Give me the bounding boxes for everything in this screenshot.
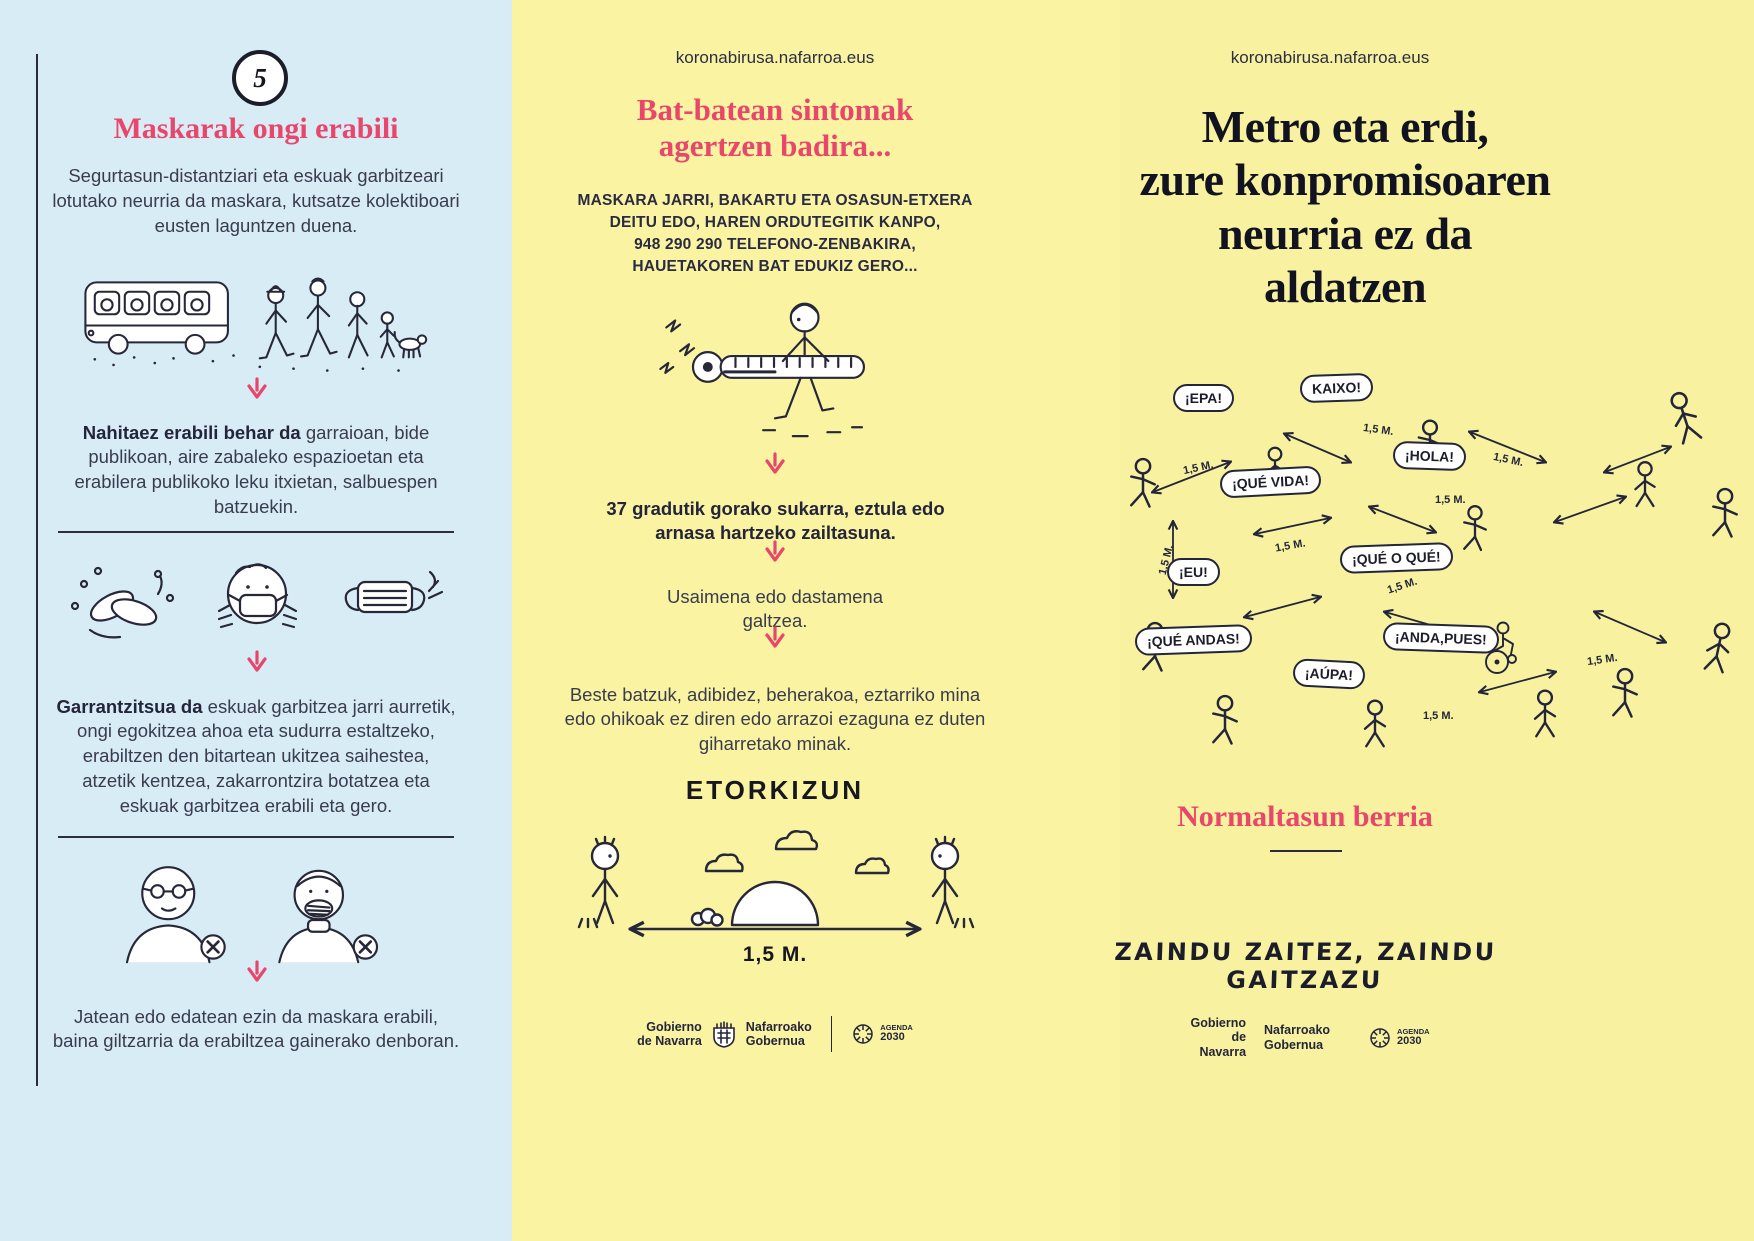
- government-logo: Gobierno de Navarra Nafarroako Gobernua: [1190, 1016, 1429, 1059]
- right-title-line: aldatzen: [1263, 261, 1427, 313]
- mask-handling-icon: [344, 570, 444, 614]
- agenda-2030-label: AGENDA 2030: [1397, 1026, 1430, 1047]
- left-vertical-rule: [36, 54, 38, 1086]
- section-divider: [58, 836, 454, 838]
- right-title-line: zure konpromisoaren: [1139, 154, 1551, 206]
- important-text: eskuak garbitzea jarri aurretik, ongi eg…: [77, 695, 456, 816]
- mandatory-lead: Nahitaez erabili behar da: [82, 421, 301, 443]
- bus-illustration: [64, 258, 449, 378]
- important-lead: Garrantzitsua da: [56, 695, 203, 717]
- agenda-2030-icon: [853, 1024, 874, 1044]
- agenda-2030-logo: AGENDA 2030: [1368, 1026, 1430, 1050]
- down-arrow-icon: [246, 960, 268, 984]
- thermometer-illustration: [640, 280, 910, 448]
- down-arrow-icon: [246, 377, 268, 401]
- speech-bubble-eu: ¡EU!: [1167, 558, 1220, 586]
- navarra-shield-icon: [712, 1021, 735, 1048]
- down-arrow-icon: [246, 650, 268, 674]
- left-title: Maskarak ongi erabili: [113, 112, 399, 145]
- speech-bubble-kaixo: KAIXO!: [1299, 372, 1374, 404]
- agenda-2030-logo: AGENDA 2030: [851, 1022, 913, 1046]
- no-mask-faces-illustration: [74, 852, 439, 964]
- cross-icon: [358, 940, 373, 954]
- symptom-instructions: MASKARA JARRI, BAKARTU ETA OSASUN-ETXERA…: [525, 190, 1025, 278]
- step-number: 5: [253, 62, 267, 93]
- speech-bubble-que-o-que: ¡QUÉ O QUÉ!: [1339, 542, 1454, 574]
- mandatory-text: garraioan, bide publikoan, aire zabaleko…: [74, 421, 438, 517]
- nafarroako-gobernua-label: Nafarroako Gobernua: [1264, 1023, 1331, 1052]
- gobierno-navarra-label: Gobierno de Navarra: [637, 1019, 702, 1048]
- future-scene-illustration: ETORKIZUN: [560, 775, 990, 980]
- left-intro: Segurtasun-distantziari eta eskuak garbi…: [52, 165, 460, 236]
- instruction-line: HAUETAKOREN BAT EDUKIZ GERO...: [632, 258, 918, 275]
- agenda-2030-label: AGENDA 2030: [880, 1023, 913, 1044]
- slogan: ZAINDU ZAITEZ, ZAINDU GAITZAZU: [1113, 938, 1498, 994]
- scene-title: ETORKIZUN: [685, 775, 865, 805]
- distance-label: 1,5 M.: [1423, 710, 1454, 722]
- speech-bubble-epa: ¡EPA!: [1173, 384, 1235, 412]
- right-title-line: neurria ez da: [1217, 207, 1473, 259]
- eating-note: Jatean edo edatean ezin da maskara erabi…: [52, 1005, 460, 1052]
- nafarroako-gobernua-label: Nafarroako Gobernua: [745, 1019, 812, 1048]
- panel-middle: koronabirusa.nafarroa.eus Bat-batean sin…: [512, 0, 1120, 1241]
- hygiene-icons-illustration: [60, 548, 455, 650]
- symptom-fever: 37 gradutik gorako sukarra, eztula edo a…: [606, 497, 945, 544]
- step-badge: 5: [232, 50, 288, 106]
- hand-washing-icon: [70, 566, 175, 639]
- agenda-2030-icon: [1370, 1027, 1390, 1048]
- crowd-illustration: ¡EPA! KAIXO! ¡HOLA! ¡QUÉ VIDA! ¡EU! ¡QUÉ…: [1125, 362, 1745, 767]
- middle-title-line: agertzen badira...: [658, 127, 892, 163]
- section-divider: [58, 531, 454, 533]
- mandatory-paragraph: Nahitaez erabili behar da garraioan, bid…: [56, 421, 456, 520]
- speech-bubble-anda-pues: ¡ANDA,PUES!: [1382, 621, 1500, 655]
- middle-title-line: Bat-batean sintomak: [636, 92, 914, 127]
- instruction-line: 948 290 290 TELEFONO-ZENBAKIRA,: [634, 236, 916, 253]
- mask-wearing-icon: [217, 563, 298, 629]
- down-arrow-icon: [764, 540, 786, 564]
- important-paragraph: Garrantzitsua da eskuak garbitzea jarri …: [56, 695, 456, 819]
- site-url: koronabirusa.nafarroa.eus: [1230, 48, 1430, 67]
- panel-right: koronabirusa.nafarroa.eus Metro eta erdi…: [1114, 0, 1754, 1241]
- middle-title: Bat-batean sintomak agertzen badira...: [525, 92, 1025, 163]
- right-title: Metro eta erdi, zure konpromisoaren neur…: [1120, 100, 1570, 313]
- site-url: koronabirusa.nafarroa.eus: [675, 48, 875, 67]
- symptom-smell: Usaimena edo dastamena galtzea.: [667, 585, 883, 632]
- distance-label: 1,5 M.: [742, 943, 808, 966]
- right-title-line: Metro eta erdi,: [1201, 101, 1489, 152]
- wheelchair-figure: [1485, 621, 1517, 674]
- subtitle: Normaltasun berria: [1177, 800, 1433, 833]
- down-arrow-icon: [764, 452, 786, 476]
- instruction-line: DEITU EDO, HAREN ORDUTEGITIK KANPO,: [609, 214, 941, 231]
- government-logo: Gobierno de Navarra Nafarroako Gobernua: [525, 1016, 1025, 1052]
- speech-bubble-que-andas: ¡QUÉ ANDAS!: [1134, 623, 1253, 657]
- instruction-line: MASKARA JARRI, BAKARTU ETA OSASUN-ETXERA: [577, 192, 973, 209]
- logo-divider: [830, 1016, 833, 1052]
- distance-label: 1,5 M.: [1435, 494, 1466, 506]
- speech-bubble-aupa: ¡AÚPA!: [1292, 658, 1366, 690]
- speech-bubble-que-vida: ¡QUÉ VIDA!: [1219, 465, 1322, 499]
- cross-icon: [206, 940, 220, 954]
- symptom-other: Beste batzuk, adibidez, beherakoa, eztar…: [564, 683, 986, 755]
- panel-left: 5 Maskarak ongi erabili Segurtasun-dista…: [0, 0, 512, 1241]
- down-arrow-icon: [764, 626, 786, 650]
- gobierno-navarra-label: Gobierno de Navarra: [1190, 1016, 1247, 1059]
- speech-bubble-hola: ¡HOLA!: [1392, 440, 1467, 472]
- subtitle-rule: [1270, 850, 1342, 852]
